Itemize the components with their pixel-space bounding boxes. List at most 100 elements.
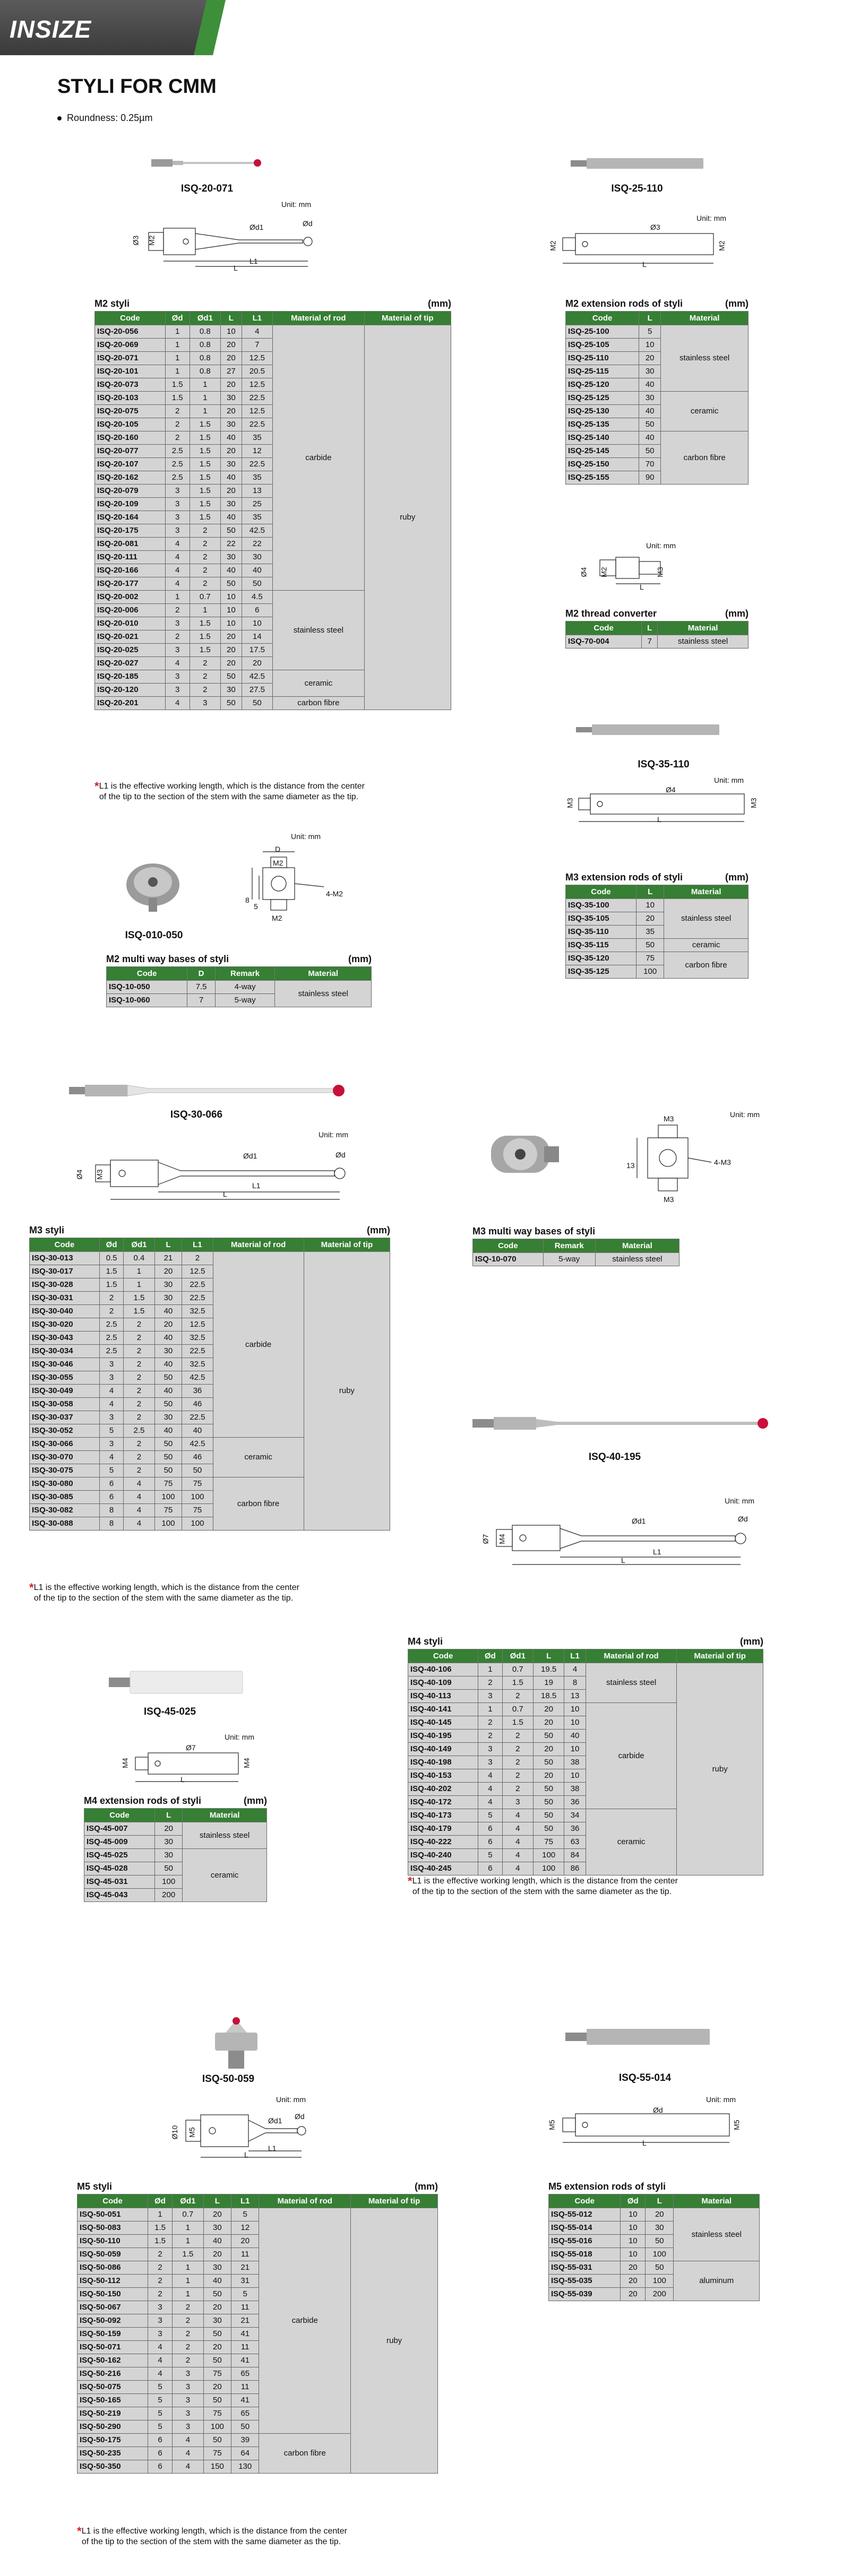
- cell-code: ISQ-50-092: [76, 2314, 149, 2328]
- cell-value: 20: [203, 2301, 232, 2314]
- col-d1: Ød1: [502, 1649, 534, 1663]
- cell-value: 1: [148, 2208, 173, 2221]
- unit-label: Unit: mm: [291, 832, 321, 841]
- cell-value: 30: [154, 1344, 183, 1358]
- col-d: D: [187, 966, 216, 981]
- cell-value: 1.5: [123, 1291, 155, 1305]
- cell-code: ISQ-40-202: [407, 1782, 479, 1796]
- cell-value: 1: [189, 404, 221, 418]
- brand-logo: INSIZE: [10, 15, 92, 43]
- cell-value: 2: [189, 683, 221, 697]
- col-l: L: [532, 1649, 565, 1663]
- cell-code: ISQ-30-055: [29, 1371, 100, 1385]
- cell-value: 10: [620, 2234, 646, 2248]
- cell-value: 20: [203, 2208, 232, 2221]
- cell-tip-material: ruby: [676, 1663, 763, 1875]
- cell-value: 50: [203, 2327, 232, 2341]
- figure-label-isq-40-195: ISQ-40-195: [588, 1451, 641, 1463]
- cell-material: ceramic: [585, 1809, 677, 1875]
- col-rod: Material of rod: [212, 1238, 304, 1252]
- cell-value: 10: [639, 338, 661, 352]
- cell-value: 100: [182, 1490, 213, 1504]
- cell-code: ISQ-50-235: [76, 2447, 149, 2460]
- unit-label: Unit: mm: [696, 214, 726, 222]
- caption-text: M5 styli: [77, 2181, 113, 2192]
- col-code: Code: [29, 1238, 100, 1252]
- cell-value: 2: [189, 550, 221, 564]
- cell-material: carbon fibre: [259, 2433, 351, 2474]
- cell-value: 7.5: [187, 980, 216, 994]
- cell-code: ISQ-20-109: [94, 497, 166, 511]
- unit-label: Unit: mm: [714, 776, 744, 784]
- cell-code: ISQ-30-070: [29, 1450, 100, 1464]
- cell-value: 2: [502, 1689, 534, 1703]
- m5-styli-caption: M5 styli(mm): [77, 2181, 438, 2192]
- cell-value: 30: [645, 2221, 674, 2235]
- cell-value: 3: [99, 1411, 124, 1424]
- cell-code: ISQ-30-034: [29, 1344, 100, 1358]
- cell-value: 3: [165, 683, 190, 697]
- cell-value: 1.5: [189, 431, 221, 445]
- cell-value: 200: [154, 1888, 183, 1902]
- cell-material: carbide: [272, 325, 365, 591]
- footnote-line-2: of the tip to the section of the stem wi…: [99, 792, 359, 801]
- cell-value: 4: [564, 1663, 586, 1676]
- cell-value: 2: [182, 1251, 213, 1265]
- dim-d1: Ød1: [243, 1152, 257, 1160]
- dim-d7: Ø7: [186, 1743, 196, 1752]
- col-tip: Material of tip: [676, 1649, 763, 1663]
- col-code: Code: [407, 1649, 479, 1663]
- dim-d: Ød: [295, 2112, 305, 2121]
- cell-value: 4: [148, 2340, 173, 2354]
- dim-m5: M5: [732, 2120, 741, 2130]
- cell-value: 40: [220, 511, 242, 524]
- cell-value: 50: [203, 2354, 232, 2367]
- extension-rod-photo-isq-45-025: [109, 1669, 247, 1696]
- cell-value: 22.5: [182, 1411, 213, 1424]
- cell-code: ISQ-20-027: [94, 656, 166, 670]
- col-d: Ød: [478, 1649, 503, 1663]
- cell-code: ISQ-50-071: [76, 2340, 149, 2354]
- unit-label: Unit: mm: [276, 2095, 306, 2104]
- cell-value: 30: [220, 418, 242, 431]
- caption-unit: (mm): [367, 1225, 390, 1235]
- caption-unit: (mm): [348, 954, 372, 964]
- col-code: Code: [565, 885, 637, 899]
- caption-text: M2 multi way bases of styli: [106, 954, 229, 964]
- col-code: Code: [106, 966, 188, 981]
- col-material: Material: [660, 311, 749, 325]
- cell-value: 2: [123, 1384, 155, 1398]
- cell-value: 2.5: [165, 457, 190, 471]
- cell-value: 20: [220, 404, 242, 418]
- dim-m2: M2: [548, 240, 557, 251]
- cell-value: 3: [165, 617, 190, 630]
- cell-value: 1: [189, 603, 221, 617]
- figure-label-isq-45-025: ISQ-45-025: [143, 1706, 196, 1717]
- cell-code: ISQ-25-150: [565, 457, 640, 471]
- dim-l1: L1: [250, 257, 258, 265]
- col-tip: Material of tip: [350, 2194, 438, 2208]
- cell-value: 4: [165, 537, 190, 551]
- figure-label-isq-55-014: ISQ-55-014: [618, 2072, 672, 2084]
- cell-code: ISQ-20-185: [94, 670, 166, 684]
- dim-l1: L1: [653, 1548, 661, 1556]
- unit-label: Unit: mm: [225, 1733, 254, 1741]
- col-l: L: [203, 2194, 232, 2208]
- unit-label: Unit: mm: [319, 1130, 348, 1139]
- cell-value: 2.5: [165, 471, 190, 485]
- cell-code: ISQ-35-110: [565, 925, 637, 939]
- cell-value: 3: [148, 2327, 173, 2341]
- unit-label: Unit: mm: [706, 2095, 736, 2104]
- page-header: INSIZE: [0, 0, 843, 55]
- drawing-isq-50-059: [170, 2104, 313, 2163]
